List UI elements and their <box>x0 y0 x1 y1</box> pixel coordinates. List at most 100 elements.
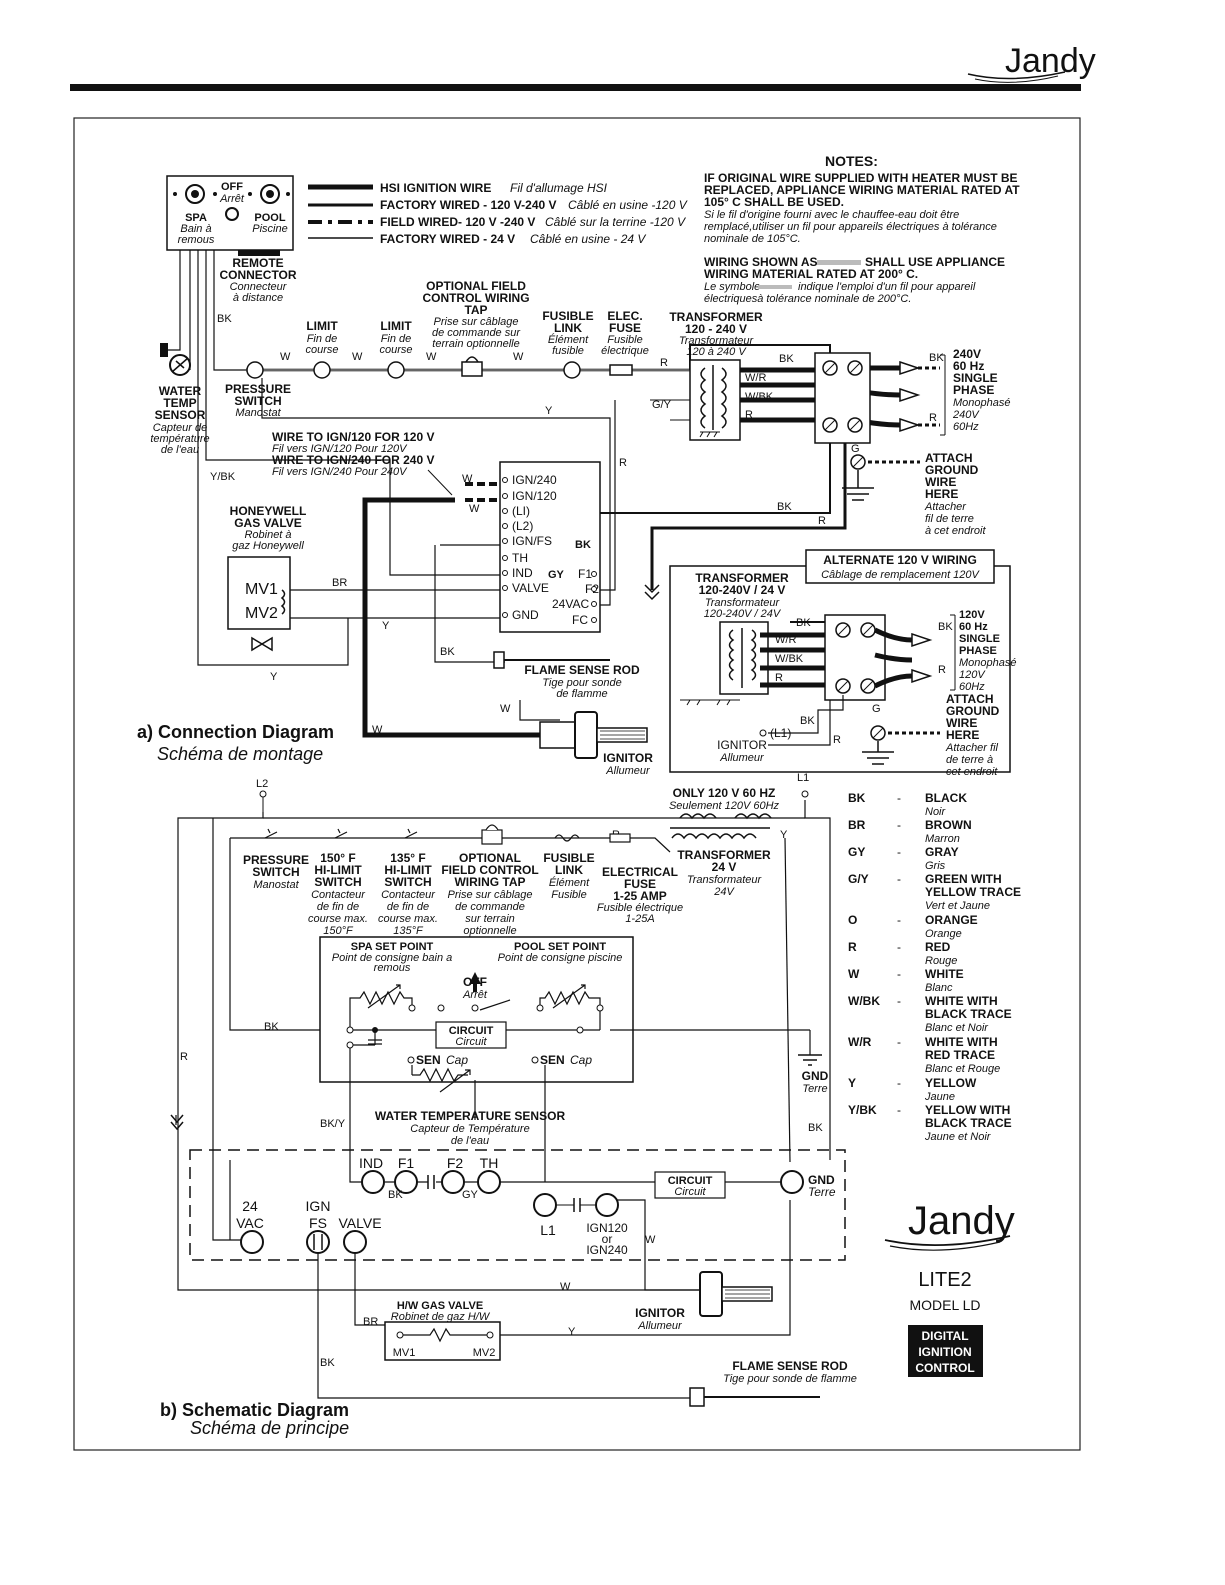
arrow-down-icon <box>170 1114 184 1131</box>
svg-text:POOL SET POINT: POOL SET POINT <box>514 941 606 953</box>
svg-text:SINGLE: SINGLE <box>953 371 998 385</box>
svg-text:IF ORIGINAL WIRE SUPPLIED WITH: IF ORIGINAL WIRE SUPPLIED WITH HEATER MU… <box>704 171 1018 185</box>
svg-text:W: W <box>426 351 437 363</box>
water-temperature-sensor-label: WATER TEMPERATURE SENSOR <box>375 1109 566 1123</box>
svg-text:BK: BK <box>938 621 953 633</box>
brand-logo-large: Jandy <box>908 1199 1015 1243</box>
svg-text:indique l'emploi d'un fil pour: indique l'emploi d'un fil pour appareil <box>798 281 976 293</box>
svg-text:à cet endroit: à cet endroit <box>925 525 986 537</box>
color-key-code: W/BK <box>848 994 880 1008</box>
supply-240-label: 240V 60 Hz SINGLE PHASE Monophasé 240V 6… <box>952 347 1011 433</box>
svg-text:W: W <box>500 703 511 715</box>
color-key-fr: Rouge <box>925 955 957 967</box>
svg-text:Le symbole: Le symbole <box>704 281 760 293</box>
svg-text:IGNITION: IGNITION <box>918 1345 971 1359</box>
svg-text:Tige pour sonde: Tige pour sonde <box>542 677 621 689</box>
wire-color-key: BK-BLACKNoirBR-BROWNMarronGY-GRAYGrisG/Y… <box>848 791 1021 1143</box>
svg-text:VAC: VAC <box>236 1215 264 1231</box>
svg-text:HI-LIMIT: HI-LIMIT <box>384 863 432 877</box>
svg-text:W: W <box>513 351 524 363</box>
color-key-dash: - <box>897 1103 901 1117</box>
color-key-name: YELLOW WITH <box>925 1103 1010 1117</box>
flame-sense-rod: FLAME SENSE ROD Tige pour sonde de flamm… <box>493 651 640 700</box>
board-terminal <box>591 586 597 592</box>
control-board-outline <box>189 1149 846 1261</box>
schematic-switch-icons <box>264 824 631 845</box>
svg-text:Manostat: Manostat <box>253 879 299 891</box>
svg-text:Si le fil d'origine fourni ave: Si le fil d'origine fourni avec le chauf… <box>704 209 959 221</box>
board-terminal <box>591 601 597 607</box>
svg-text:Prise sur câblage: Prise sur câblage <box>434 316 519 328</box>
svg-text:or: or <box>602 1232 613 1246</box>
svg-text:Point de consigne piscine: Point de consigne piscine <box>498 952 623 964</box>
schematic-diagram-subtitle: Schéma de principe <box>190 1418 349 1438</box>
color-key-dash: - <box>897 1076 901 1090</box>
svg-text:cet endroit: cet endroit <box>946 766 998 778</box>
svg-text:IGN: IGN <box>306 1198 331 1214</box>
arrow-up-icon <box>469 972 481 992</box>
color-key-fr: Marron <box>925 833 960 845</box>
svg-text:CONTROL: CONTROL <box>915 1361 974 1375</box>
color-key-code: R <box>848 940 857 954</box>
board-terminal-label: F1 <box>578 567 592 581</box>
svg-text:Monophasé: Monophasé <box>959 657 1017 669</box>
svg-text:WIRE TO IGN/120 FOR 120 V: WIRE TO IGN/120 FOR 120 V <box>272 430 435 444</box>
svg-text:W/BK: W/BK <box>745 391 774 403</box>
svg-text:Terre: Terre <box>808 1185 836 1199</box>
svg-text:gaz Honeywell: gaz Honeywell <box>232 540 304 552</box>
svg-text:SWITCH: SWITCH <box>252 865 299 879</box>
svg-text:Robinet à: Robinet à <box>244 529 291 541</box>
svg-text:HERE: HERE <box>946 728 979 742</box>
svg-text:135° F: 135° F <box>390 851 425 865</box>
schematic-ground-icon: GND Terre <box>798 1054 829 1095</box>
svg-text:HONEYWELL: HONEYWELL <box>230 504 307 518</box>
svg-text:SPA SET POINT: SPA SET POINT <box>351 941 434 953</box>
board-terminal-label: IND <box>512 566 533 580</box>
svg-text:CIRCUIT: CIRCUIT <box>449 1025 494 1037</box>
svg-text:Fil d'allumage HSI: Fil d'allumage HSI <box>510 181 608 195</box>
connection-wire-tags: BK W W W W R Y Y/BK G/Y BK W/R W/BK R G … <box>210 313 944 736</box>
svg-text:course max.: course max. <box>308 913 368 925</box>
svg-text:de flamme: de flamme <box>556 688 607 700</box>
svg-text:BR: BR <box>363 1316 378 1328</box>
svg-text:GY: GY <box>462 1189 479 1201</box>
svg-text:120 - 240 V: 120 - 240 V <box>685 322 747 336</box>
svg-text:R: R <box>833 734 841 746</box>
svg-text:IGNITOR: IGNITOR <box>635 1306 685 1320</box>
svg-text:24 V: 24 V <box>712 860 737 874</box>
svg-text:G: G <box>872 703 881 715</box>
schematic-labels: L2 L1 ONLY 120 V 60 HZ Seulement 120V 60… <box>180 772 823 1369</box>
notes-block: NOTES: IF ORIGINAL WIRE SUPPLIED WITH HE… <box>704 153 1020 305</box>
svg-text:GND: GND <box>808 1173 835 1187</box>
svg-text:de terre à: de terre à <box>946 754 993 766</box>
svg-text:WIRING MATERIAL RATED AT 200°: WIRING MATERIAL RATED AT 200° C. <box>704 267 918 281</box>
svg-text:SEN: SEN <box>416 1053 441 1067</box>
connection-diagram-subtitle: Schéma de montage <box>157 744 323 764</box>
color-key-code: Y/BK <box>848 1103 877 1117</box>
board-terminal <box>502 477 508 483</box>
svg-text:120-240V / 24V: 120-240V / 24V <box>704 608 782 620</box>
svg-text:course max.: course max. <box>378 913 438 925</box>
svg-text:remous: remous <box>178 234 215 246</box>
svg-text:TRANSFORMER: TRANSFORMER <box>695 571 789 585</box>
svg-text:Contacteur: Contacteur <box>311 889 366 901</box>
svg-text:SEN: SEN <box>540 1053 565 1067</box>
alternate-wiring-panel: ALTERNATE 120 V WIRING Câblage de rempla… <box>669 549 1017 778</box>
setpoint-panel: SPA SET POINT Point de consigne bain a r… <box>319 936 634 1093</box>
svg-text:IGN240: IGN240 <box>586 1243 628 1257</box>
svg-text:F1: F1 <box>398 1155 415 1171</box>
svg-text:Attacher fil: Attacher fil <box>945 742 999 754</box>
svg-text:CONNECTOR: CONNECTOR <box>219 268 296 282</box>
svg-text:LINK: LINK <box>554 321 582 335</box>
svg-text:120V: 120V <box>959 609 985 621</box>
svg-text:course: course <box>305 344 338 356</box>
svg-text:de commande: de commande <box>455 901 525 913</box>
svg-text:Transformateur: Transformateur <box>705 597 781 609</box>
svg-text:TAP: TAP <box>464 303 487 317</box>
schematic-gas-valve: H/W GAS VALVE Robinet de gaz H/W MV1 MV2 <box>384 1300 501 1361</box>
svg-text:W: W <box>645 1234 656 1246</box>
color-key-name: YELLOW TRACE <box>925 885 1021 899</box>
board-terminal-label: IGN/FS <box>512 534 552 548</box>
svg-text:IGNITOR: IGNITOR <box>717 738 767 752</box>
svg-text:REPLACED, APPLIANCE WIRING MAT: REPLACED, APPLIANCE WIRING MATERIAL RATE… <box>704 183 1020 197</box>
